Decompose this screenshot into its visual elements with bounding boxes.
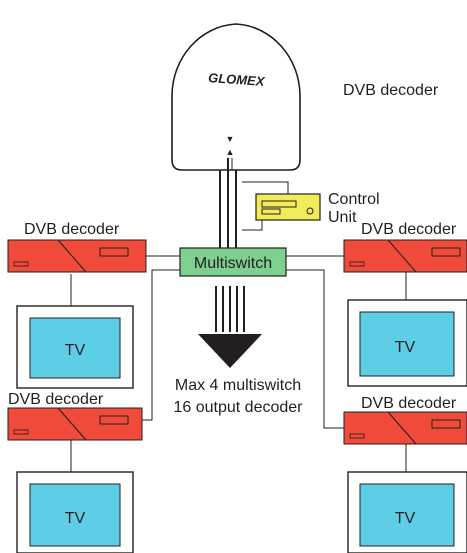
max-multiswitch-label: Max 4 multiswitch xyxy=(175,377,301,394)
output-decoder-label: 16 output decoder xyxy=(174,399,304,416)
decoder-top-left xyxy=(7,239,147,273)
decoder-bottom-right xyxy=(343,411,467,445)
antenna-arrow-up: ▲ xyxy=(226,147,235,157)
tv-top-left: TV xyxy=(16,305,134,389)
control-unit xyxy=(242,181,321,231)
decoder-top-right-label: DVB decoder xyxy=(361,221,457,238)
multiswitch: Multiswitch xyxy=(179,247,287,277)
tv-bottom-left-label: TV xyxy=(65,510,86,527)
multiswitch-label: Multiswitch xyxy=(194,255,272,272)
antenna-brand: GLOMEX xyxy=(208,70,267,89)
antenna-arrow-down: ▼ xyxy=(226,134,235,144)
control-unit-label-1: Control xyxy=(328,191,380,208)
control-unit-label-2: Unit xyxy=(328,209,357,226)
glomex-antenna: GLOMEX ▼ ▲ xyxy=(171,23,301,171)
tv-bottom-left: TV xyxy=(16,471,134,553)
decoder-bottom-left xyxy=(7,407,143,441)
decoder-connection-lines xyxy=(70,255,407,472)
top-decoder-label: DVB decoder xyxy=(343,82,439,99)
tv-top-right: TV xyxy=(347,299,467,387)
decoder-bottom-right-label: DVB decoder xyxy=(361,395,457,412)
tv-bottom-right-label: TV xyxy=(395,510,416,527)
decoder-top-left-label: DVB decoder xyxy=(24,221,120,238)
multiswitch-output-arrow xyxy=(198,286,262,368)
decoder-bottom-left-label: DVB decoder xyxy=(8,391,104,408)
tv-top-right-label: TV xyxy=(395,339,416,356)
tv-bottom-right: TV xyxy=(347,471,467,553)
antenna-feed-cables xyxy=(219,158,237,248)
decoder-top-right xyxy=(343,239,467,273)
tv-top-left-label: TV xyxy=(65,342,86,359)
